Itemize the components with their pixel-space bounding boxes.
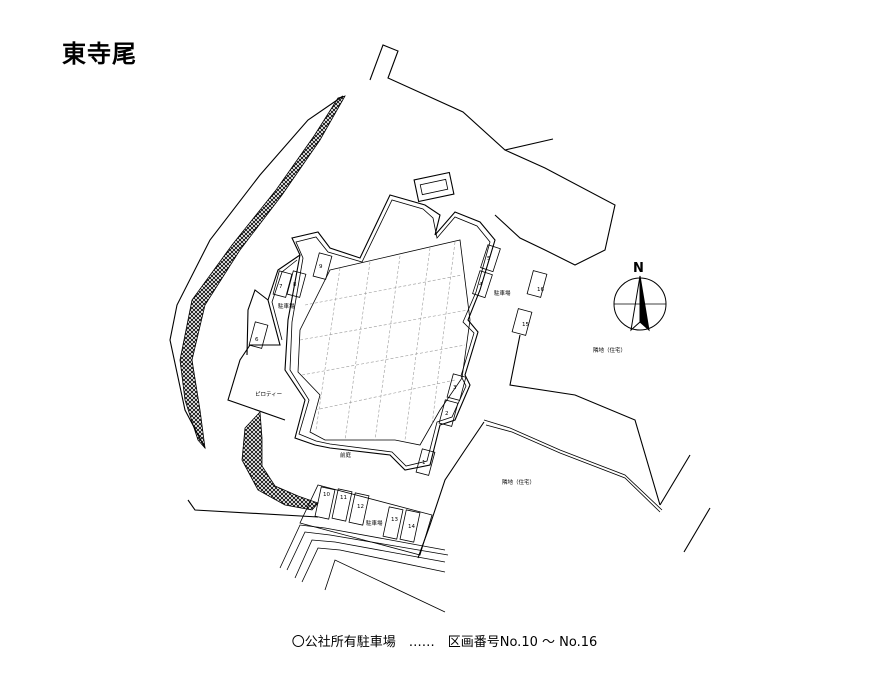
parking-space-6: 6 — [248, 321, 269, 349]
label-neighbor-east: 隣地（住宅） — [593, 346, 626, 354]
parking-space-15: 15 — [511, 308, 533, 336]
compass-icon: N — [613, 261, 667, 332]
parking-space-13: 13 — [382, 506, 404, 540]
svg-text:13: 13 — [391, 517, 398, 523]
retaining-wall-west — [179, 95, 346, 450]
parking-space-2: 2 — [438, 399, 459, 427]
site-boundary — [169, 44, 711, 559]
svg-text:2: 2 — [445, 411, 449, 417]
svg-text:15: 15 — [522, 322, 529, 328]
svg-text:1: 1 — [422, 460, 426, 466]
map-caption: 〇公社所有駐車場 …… 区画番号No.10 〜 No.16 — [291, 635, 598, 650]
parking-spaces: 1 2 3 4 5 6 7 8 9 10 11 12 13 14 15 16 — [248, 244, 548, 543]
label-piloti: ピロティー — [255, 391, 282, 398]
label-yard: 前庭 — [340, 451, 352, 459]
parking-space-14: 14 — [399, 509, 421, 543]
parking-space-3: 3 — [446, 373, 467, 401]
parking-space-5: 5 — [480, 244, 501, 273]
parking-space-7: 7 — [272, 270, 293, 298]
svg-text:14: 14 — [408, 524, 415, 530]
label-parking-left: 駐車場 — [278, 302, 295, 310]
svg-text:4: 4 — [479, 282, 483, 288]
parking-space-9: 9 — [312, 252, 333, 280]
parking-space-1: 1 — [415, 448, 436, 476]
svg-text:12: 12 — [357, 504, 364, 510]
label-parking-bottom: 駐車場 — [366, 519, 383, 527]
svg-text:9: 9 — [319, 264, 323, 270]
parking-space-8: 8 — [286, 270, 307, 298]
svg-text:7: 7 — [279, 284, 283, 290]
access-road — [279, 524, 449, 613]
svg-text:11: 11 — [340, 495, 347, 501]
svg-text:16: 16 — [537, 287, 544, 293]
courtyard-grid — [299, 241, 469, 441]
label-neighbor-south: 隣地（住宅） — [502, 478, 535, 486]
label-parking-right: 駐車場 — [494, 289, 511, 297]
building-footprint — [227, 171, 496, 471]
parking-space-11: 11 — [331, 488, 353, 522]
retaining-wall-southwest — [241, 411, 319, 511]
map-title: 東寺尾 — [62, 40, 137, 68]
parking-space-10: 10 — [314, 486, 336, 520]
svg-text:3: 3 — [453, 385, 457, 391]
compass-north-label: N — [633, 261, 644, 276]
south-parking-lot — [299, 484, 433, 556]
parking-space-16: 16 — [526, 270, 548, 298]
svg-text:10: 10 — [323, 492, 330, 498]
svg-text:5: 5 — [487, 256, 491, 262]
svg-text:8: 8 — [293, 282, 297, 288]
parking-space-12: 12 — [348, 492, 370, 526]
svg-text:6: 6 — [255, 337, 259, 343]
parking-space-4: 4 — [472, 270, 493, 299]
